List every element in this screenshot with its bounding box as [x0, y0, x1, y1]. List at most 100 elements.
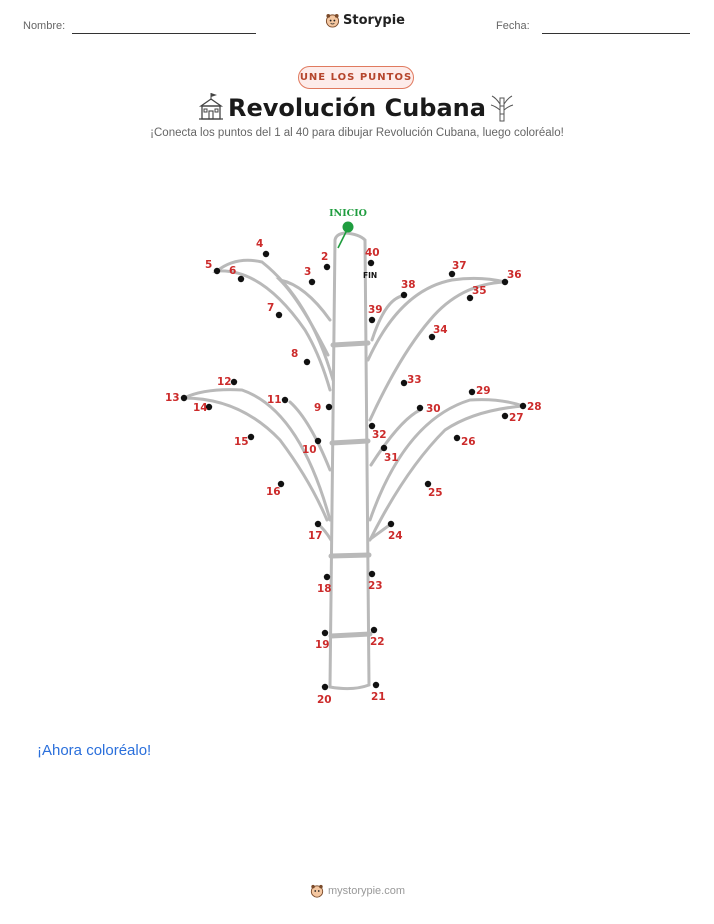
- dot-29: [468, 388, 476, 396]
- dot-number-26: 26: [461, 436, 476, 448]
- sugarcane-icon: [490, 95, 514, 122]
- dot-27: [501, 412, 509, 420]
- dot-4: [262, 250, 270, 258]
- dot-23: [368, 570, 376, 578]
- dot-number-14: 14: [193, 402, 208, 414]
- color-it-prompt: ¡Ahora coloréalo!: [37, 742, 152, 759]
- dot-26: [453, 434, 461, 442]
- title-row: Revolución Cubana: [0, 90, 714, 126]
- dot-8: [303, 358, 311, 366]
- dot-25: [424, 480, 432, 488]
- brand-name: Storypie: [343, 13, 405, 28]
- school-building-icon: [198, 93, 224, 120]
- dot-number-37: 37: [452, 260, 467, 272]
- dot-number-23: 23: [368, 580, 383, 592]
- instructions-text: ¡Conecta los puntos del 1 al 40 para dib…: [150, 127, 564, 139]
- dot-32: [368, 422, 376, 430]
- dot-number-25: 25: [428, 487, 443, 499]
- storypie-mascot-icon: [310, 884, 324, 898]
- dot-number-18: 18: [317, 583, 332, 595]
- dot-number-19: 19: [315, 639, 330, 651]
- dot-number-34: 34: [433, 324, 448, 336]
- dot-13: [180, 394, 188, 402]
- storypie-mascot-icon: [325, 13, 340, 28]
- dot-number-36: 36: [507, 269, 522, 281]
- dot-number-9: 9: [314, 402, 321, 414]
- dot-number-6: 6: [229, 265, 236, 277]
- dot-30: [416, 404, 424, 412]
- end-label: FIN: [363, 271, 377, 280]
- date-label: Fecha:: [496, 20, 530, 32]
- dot-7: [275, 311, 283, 319]
- dot-number-22: 22: [370, 636, 385, 648]
- dot-number-12: 12: [217, 376, 232, 388]
- dot-14: [205, 403, 213, 411]
- dot-15: [247, 433, 255, 441]
- dot-number-21: 21: [371, 691, 386, 703]
- dot-35: [466, 294, 474, 302]
- dot-20: [321, 683, 329, 691]
- dot-16: [277, 480, 285, 488]
- dot-number-17: 17: [308, 530, 323, 542]
- dot-number-39: 39: [368, 304, 383, 316]
- dot-number-29: 29: [476, 385, 491, 397]
- brand-logo: Storypie: [325, 13, 405, 28]
- dot-number-5: 5: [205, 259, 212, 271]
- dot-3: [308, 278, 316, 286]
- activity-badge: UNE LOS PUNTOS: [298, 66, 414, 89]
- dot-36: [501, 278, 509, 286]
- dot-22: [370, 626, 378, 634]
- footer: mystorypie.com: [310, 884, 405, 898]
- dot-11: [281, 396, 289, 404]
- dot-number-7: 7: [267, 302, 274, 314]
- page-title: Revolución Cubana: [228, 94, 486, 122]
- dot-12: [230, 378, 238, 386]
- dot-38: [400, 291, 408, 299]
- dot-33: [400, 379, 408, 387]
- start-dot: [342, 221, 354, 233]
- dot-number-30: 30: [426, 403, 441, 415]
- dot-39: [368, 316, 376, 324]
- name-label: Nombre:: [23, 20, 66, 32]
- start-label: INICIO: [329, 208, 367, 219]
- dot-17: [314, 520, 322, 528]
- name-line: [72, 33, 256, 34]
- dot-10: [314, 437, 322, 445]
- dot-number-20: 20: [317, 694, 332, 706]
- dot-37: [448, 270, 456, 278]
- dot-19: [321, 629, 329, 637]
- dot-number-33: 33: [407, 374, 422, 386]
- dot-number-10: 10: [302, 444, 317, 456]
- dot-number-38: 38: [401, 279, 416, 291]
- dot-28: [519, 402, 527, 410]
- dot-number-27: 27: [509, 412, 524, 424]
- dot-number-3: 3: [304, 266, 311, 278]
- dot-number-11: 11: [267, 394, 282, 406]
- dot-number-13: 13: [165, 392, 180, 404]
- dot-number-2: 2: [321, 251, 328, 263]
- dot-number-35: 35: [472, 285, 487, 297]
- dot-2: [323, 263, 331, 271]
- dot-number-31: 31: [384, 452, 399, 464]
- dot-number-4: 4: [256, 238, 263, 250]
- dot-6: [237, 275, 245, 283]
- dot-34: [428, 333, 436, 341]
- dot-number-16: 16: [266, 486, 281, 498]
- dot-number-28: 28: [527, 401, 542, 413]
- dot-18: [323, 573, 331, 581]
- dot-number-24: 24: [388, 530, 403, 542]
- dot-40: [367, 259, 375, 267]
- dot-9: [325, 403, 333, 411]
- dot-number-40: 40: [365, 247, 380, 259]
- dot-number-8: 8: [291, 348, 298, 360]
- footer-url: mystorypie.com: [328, 885, 406, 897]
- dot-24: [387, 520, 395, 528]
- dot-5: [213, 267, 221, 275]
- dot-number-32: 32: [372, 429, 387, 441]
- dot-21: [372, 681, 380, 689]
- dot-31: [380, 444, 388, 452]
- date-line: [542, 33, 690, 34]
- dot-number-15: 15: [234, 436, 249, 448]
